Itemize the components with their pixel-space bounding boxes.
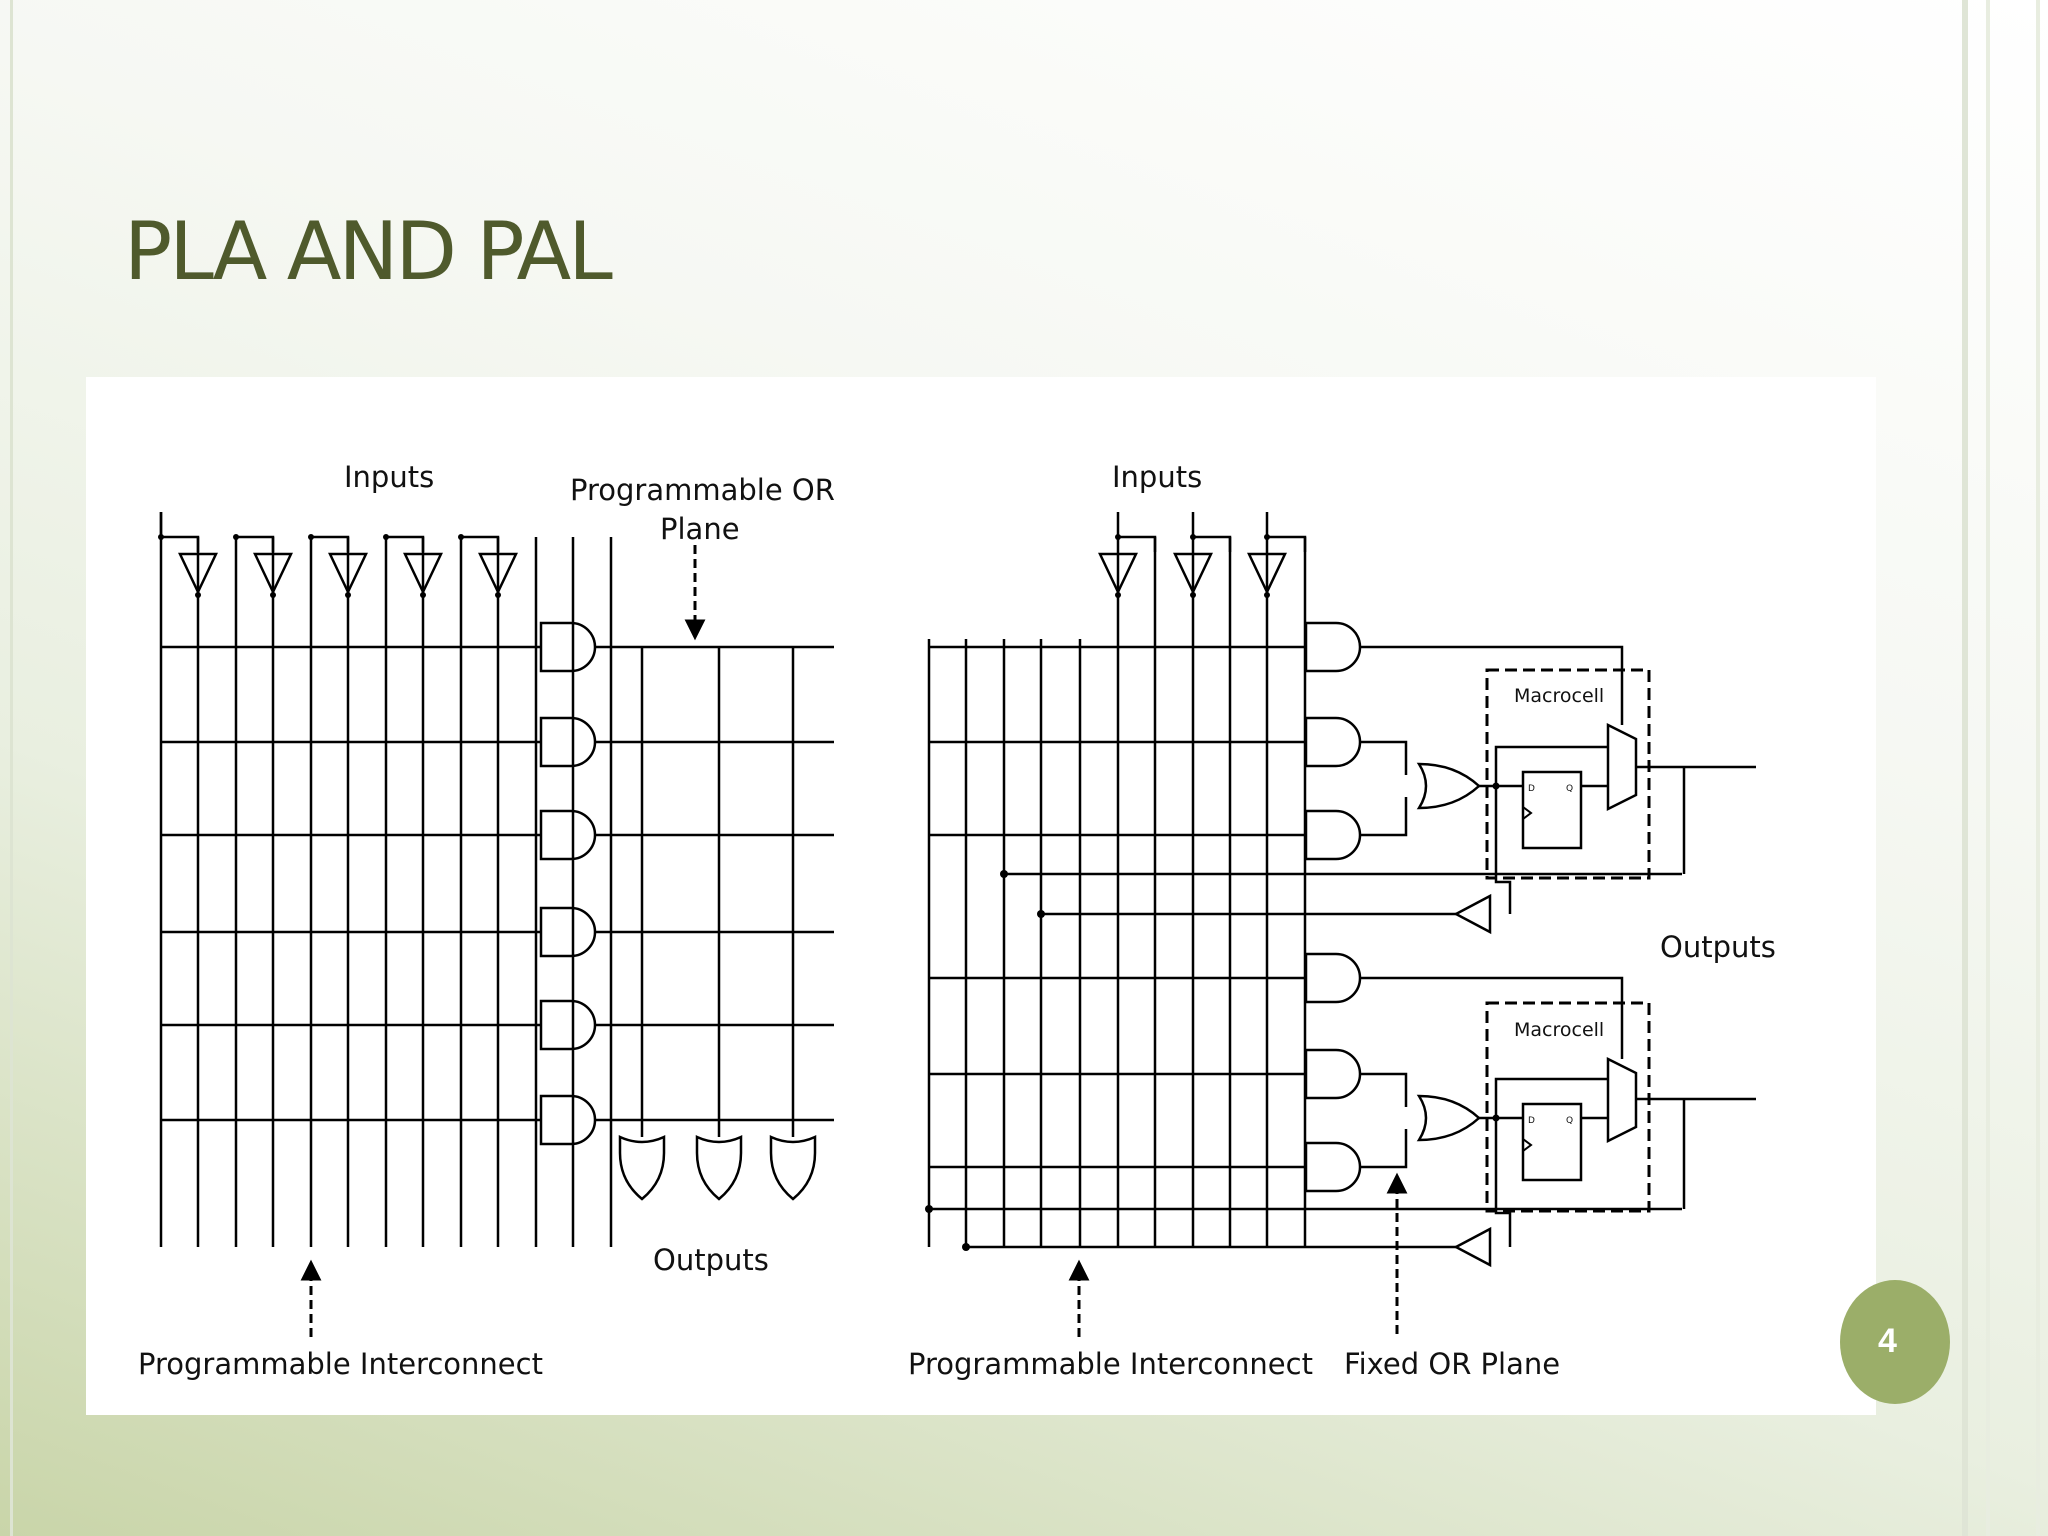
pal-input-buffers [925,534,1500,1251]
macrocell-bottom [1485,1001,1651,1213]
macrocell-top [1485,668,1651,880]
pla-interconnect-label: Programmable Interconnect [138,1347,543,1381]
page-number-badge [1840,1280,1950,1404]
macrocell-top-label: Macrocell [1514,685,1604,707]
ff-top-q-label: Q [1566,784,1573,794]
left-border [10,0,13,1536]
ff-top-d-label: D [1528,784,1535,794]
pla-and-gates [539,621,597,1146]
pal-or-gates [1417,762,1481,1142]
pal-interconnect-label: Programmable Interconnect [908,1347,1313,1381]
pal-circuit [927,512,1756,1249]
pla-circuit [159,512,834,1247]
slide-title: PLA AND PAL [124,205,613,298]
diagram-panel: Inputs Programmable OR Plane Outputs Pro… [86,377,1876,1415]
pal-inputs-label: Inputs [1112,460,1202,494]
pal-outputs-label: Outputs [1660,930,1776,964]
right-border-inner [1986,0,1990,1536]
pla-pal-diagram: Inputs Programmable OR Plane Outputs Pro… [138,460,1776,1381]
pal-and-gates [1304,621,1362,1193]
right-border-outer [1962,0,1968,1536]
macrocell-bottom-label: Macrocell [1514,1019,1604,1041]
pal-arrows [1068,1172,1408,1339]
pla-or-gates [618,1135,817,1201]
pla-inputs-label: Inputs [344,460,434,494]
pla-arrows [300,545,706,1339]
pla-or-plane-label-2: Plane [660,512,740,546]
pla-or-plane-label-1: Programmable OR [570,473,835,507]
pla-outputs-label: Outputs [653,1243,769,1277]
pla-input-buffers [158,534,518,600]
page-number: 4 [1878,1322,1897,1360]
ff-bottom-q-label: Q [1566,1116,1573,1126]
right-border-edge [2036,0,2040,1536]
ff-bottom-d-label: D [1528,1116,1535,1126]
pal-fixed-or-label: Fixed OR Plane [1344,1347,1560,1381]
